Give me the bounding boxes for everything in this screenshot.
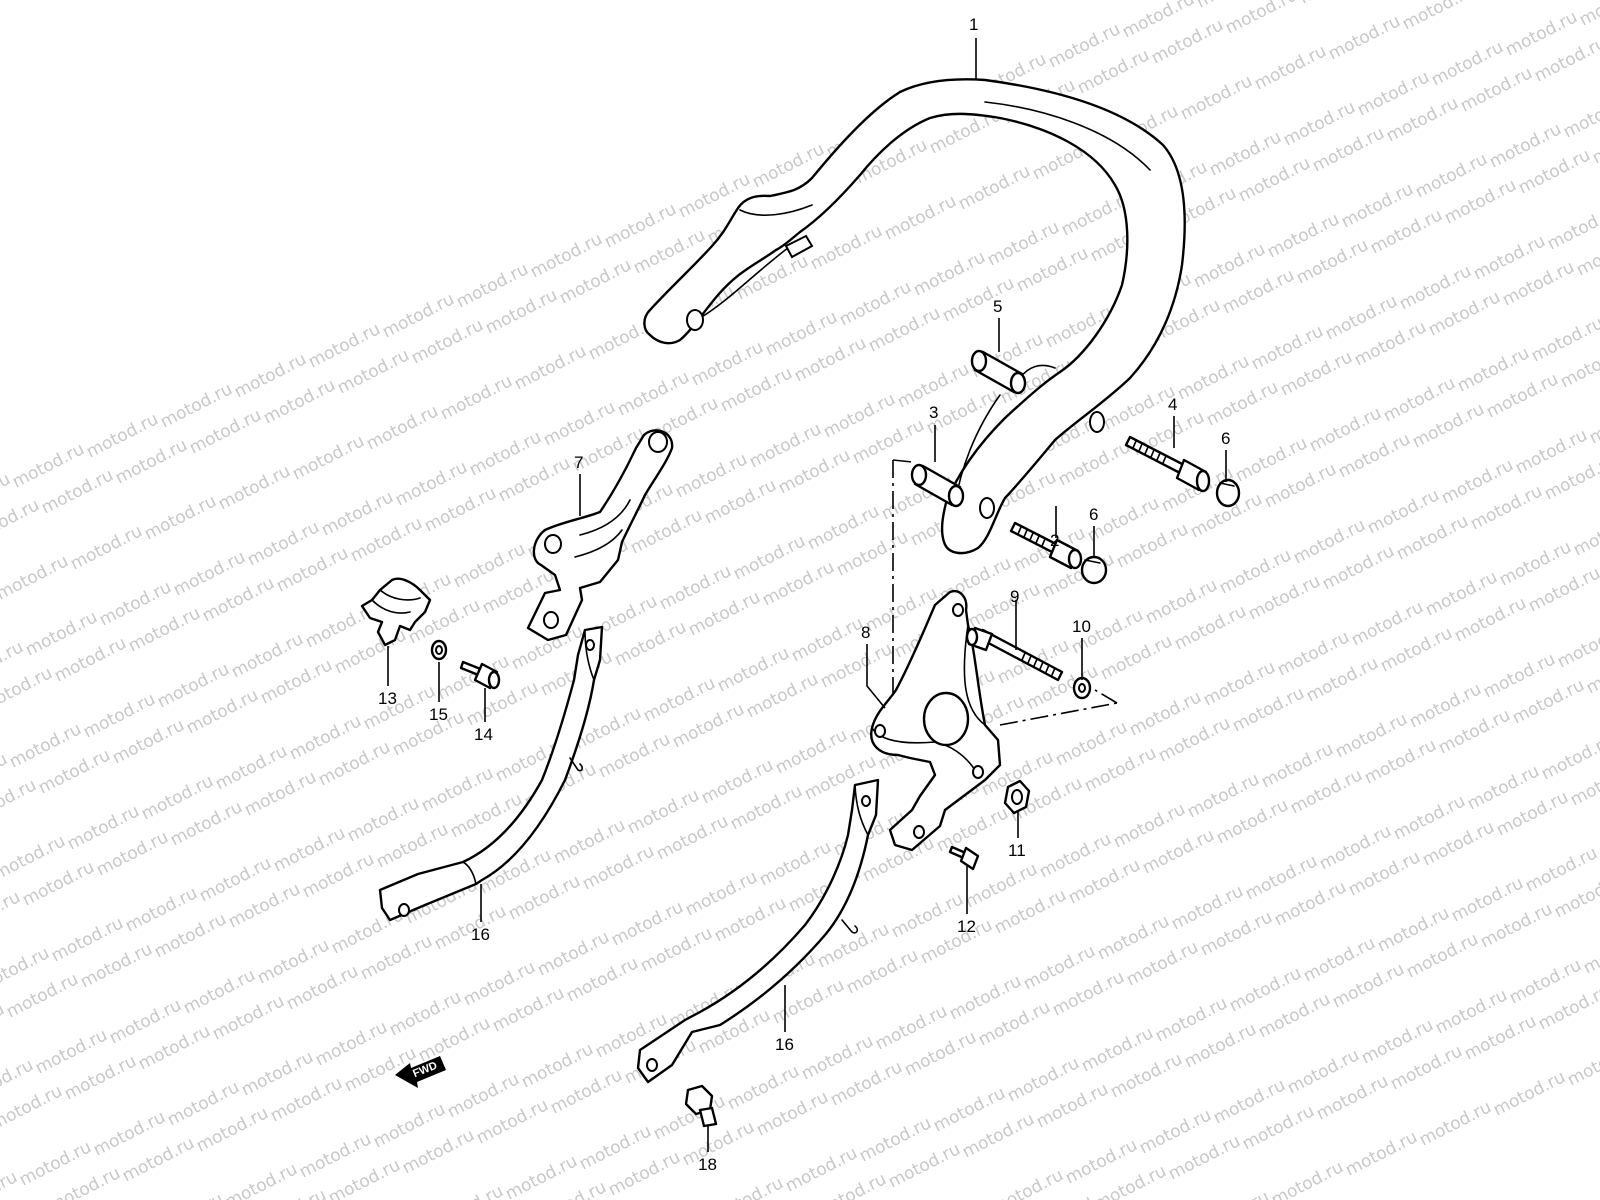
- spacer-part-3: [910, 463, 965, 508]
- callout-10: 10: [1072, 617, 1091, 636]
- leader-lines: [387, 38, 1227, 1152]
- callout-1: 1: [969, 15, 978, 34]
- callout-18: 18: [698, 1155, 717, 1174]
- cap-part-6-lower: [1080, 555, 1108, 585]
- callout-4: 4: [1168, 395, 1177, 414]
- nut-part-11: [1003, 779, 1031, 815]
- cap-part-6-upper: [1215, 478, 1241, 508]
- callout-6-lower: 6: [1089, 505, 1098, 524]
- bolt-part-12: [948, 845, 980, 871]
- callout-11: 11: [1008, 841, 1026, 860]
- fwd-arrow-icon: FWD: [395, 1056, 446, 1088]
- callout-7: 7: [574, 453, 583, 472]
- bolt-part-18: [684, 1084, 718, 1128]
- bolt-part-4: [1124, 435, 1211, 493]
- bolt-part-14: [459, 660, 501, 690]
- washer-part-15: [430, 639, 448, 661]
- stay-part-16: [378, 625, 604, 922]
- callout-16: 16: [471, 925, 490, 944]
- callout-13: 13: [378, 689, 397, 708]
- plate-part-8: [870, 589, 1002, 852]
- bolt-part-9: [965, 626, 1064, 682]
- callout-8: 8: [861, 623, 870, 642]
- callout-2: 2: [1050, 531, 1059, 550]
- alignment-lines: [892, 459, 1118, 726]
- grab-handle-part-1: [643, 78, 1186, 555]
- washer-part-10: [1072, 676, 1092, 700]
- callout-15: 14: [474, 725, 493, 744]
- callout-3: 3: [929, 403, 938, 422]
- spacer-part-5: [970, 349, 1027, 395]
- callout-labels: 1 2 3 4 5 6 6 7 8 9 10 11 12 13 15 14 16…: [378, 15, 1230, 1174]
- callout-17: 16: [775, 1035, 794, 1054]
- bracket-part-7: [526, 429, 674, 642]
- callout-5: 5: [993, 297, 1002, 316]
- callout-6-upper: 6: [1221, 429, 1230, 448]
- bolt-part-2: [1009, 521, 1083, 570]
- callout-14: 15: [429, 705, 448, 724]
- callout-12: 12: [957, 917, 976, 936]
- clamp-part-13: [360, 577, 432, 647]
- stay-part-17: [636, 778, 880, 1084]
- callout-9: 9: [1010, 587, 1019, 606]
